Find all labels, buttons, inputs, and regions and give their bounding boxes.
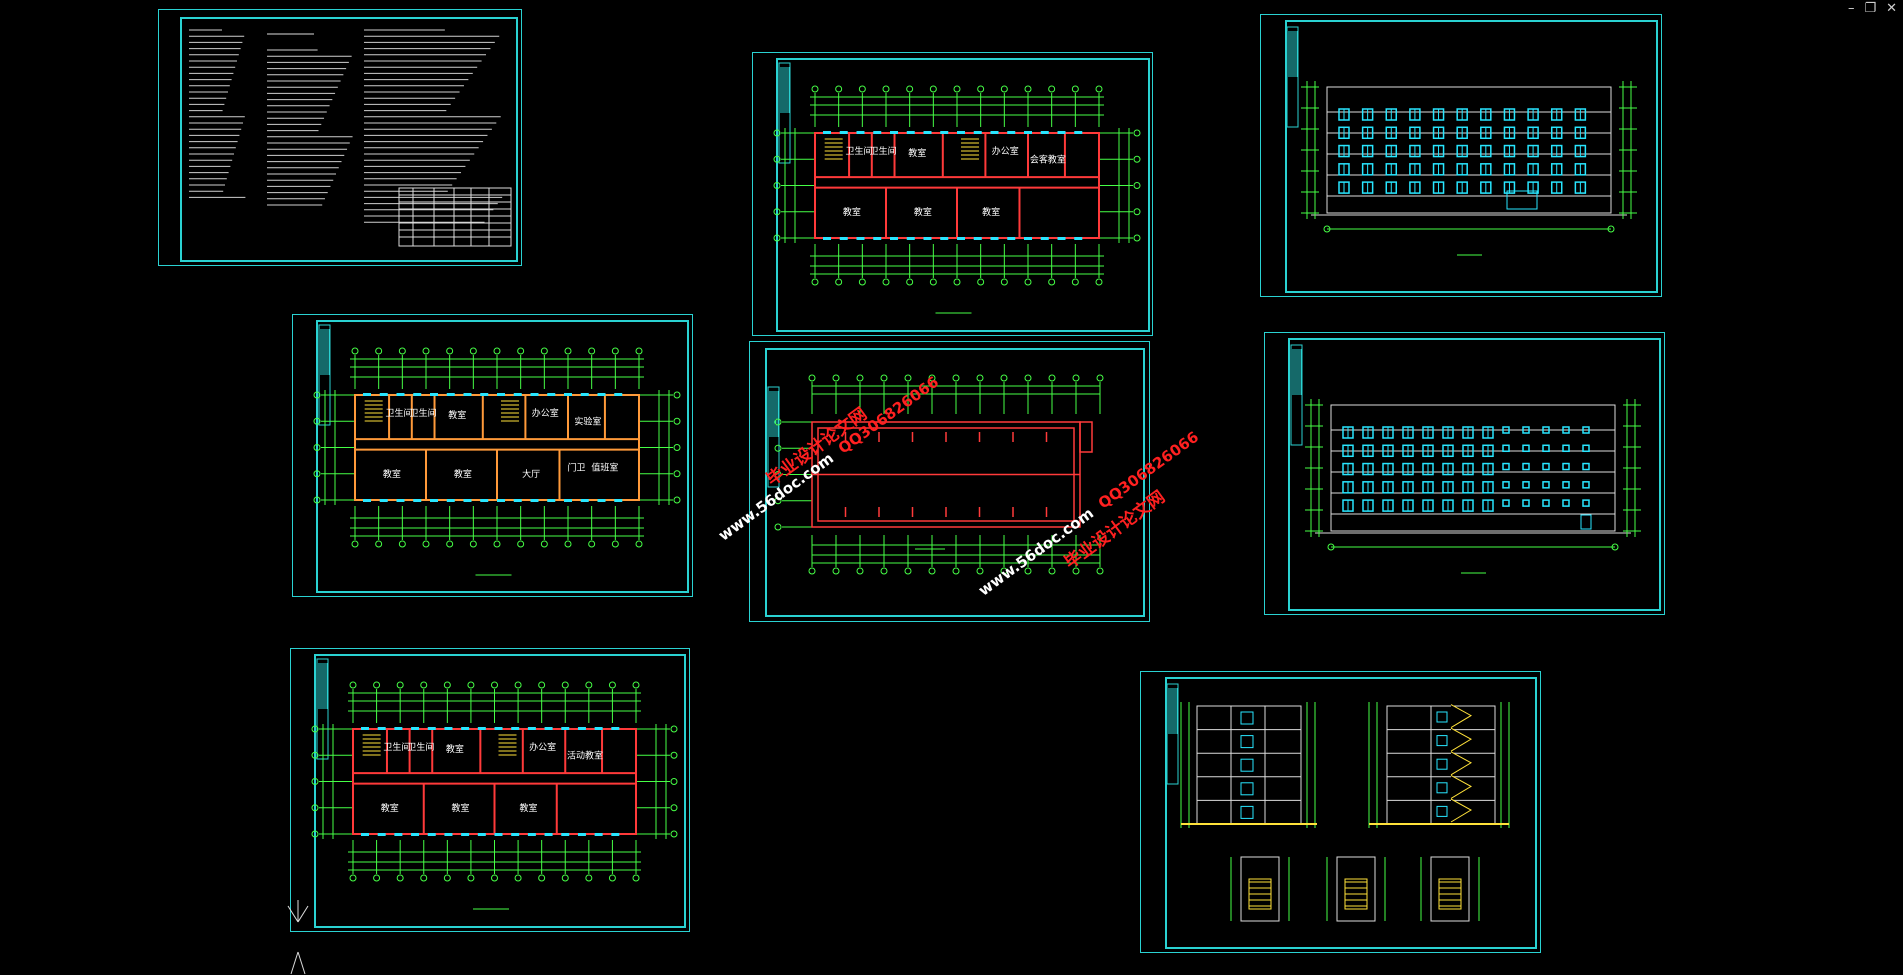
room-label: 卫生间 — [410, 407, 437, 419]
room-label: 卫生间 — [407, 741, 434, 753]
room-label: 活动教室 — [567, 749, 603, 761]
room-label: 教室 — [519, 802, 537, 814]
room-label: 实验室 — [574, 415, 601, 427]
sheet-floor-plan-typical[interactable]: 卫生间卫生间教室办公室活动教室教室教室教室 — [290, 648, 690, 932]
sheet-floor-plan-ground[interactable]: 卫生间卫生间教室办公室实验室教室教室大厅门卫值班室 — [292, 314, 693, 597]
room-label: 教室 — [454, 468, 472, 480]
close-icon[interactable]: ✕ — [1886, 1, 1897, 16]
room-label: 大厅 — [522, 468, 540, 480]
plan-drawing: 卫生间卫生间教室办公室实验室教室教室大厅门卫值班室 — [313, 324, 681, 576]
room-label: 卫生间 — [846, 145, 873, 157]
sheet-floor-plan-upper[interactable]: 卫生间卫生间教室办公室会客教室教室教室教室 — [752, 52, 1153, 336]
sheet-elevation-front[interactable] — [1260, 14, 1662, 297]
plan-drawing: 卫生间卫生间教室办公室活动教室教室教室教室 — [311, 658, 678, 910]
elevation-drawing — [1286, 26, 1637, 256]
section-drawing — [1166, 683, 1510, 922]
room-label: 教室 — [452, 802, 470, 814]
room-label: 卫生间 — [870, 145, 897, 157]
room-label: 卫生间 — [386, 407, 413, 419]
room-label: 教室 — [446, 743, 464, 755]
room-label: 教室 — [843, 206, 861, 218]
sheet-elevation-rear[interactable] — [1264, 332, 1665, 615]
minimize-icon[interactable]: – — [1847, 1, 1855, 16]
room-label: 办公室 — [992, 145, 1019, 157]
restore-icon[interactable]: ❐ — [1864, 1, 1877, 16]
room-label: 教室 — [914, 206, 932, 218]
room-label: 教室 — [381, 802, 399, 814]
elevation-drawing — [1290, 344, 1641, 574]
ucs-icon — [287, 900, 309, 975]
plan-drawing: 卫生间卫生间教室办公室会客教室教室教室教室 — [773, 62, 1141, 314]
room-label: 卫生间 — [383, 741, 410, 753]
notes-drawing — [189, 29, 512, 247]
room-label: 办公室 — [529, 741, 556, 753]
room-label: 办公室 — [532, 407, 559, 419]
room-label: 教室 — [383, 468, 401, 480]
room-label: 教室 — [982, 206, 1000, 218]
window-controls: – ❐ ✕ — [1848, 2, 1897, 15]
room-label: 值班室 — [591, 462, 618, 474]
room-label: 会客教室 — [1030, 153, 1066, 165]
sheet-sections[interactable] — [1140, 671, 1541, 953]
room-label: 门卫 — [568, 462, 586, 474]
room-label: 教室 — [448, 409, 466, 421]
roof-drawing — [767, 374, 1104, 575]
sheet-design-notes[interactable] — [158, 9, 522, 266]
sheet-roof-plan[interactable] — [749, 341, 1150, 622]
room-label: 教室 — [908, 147, 926, 159]
